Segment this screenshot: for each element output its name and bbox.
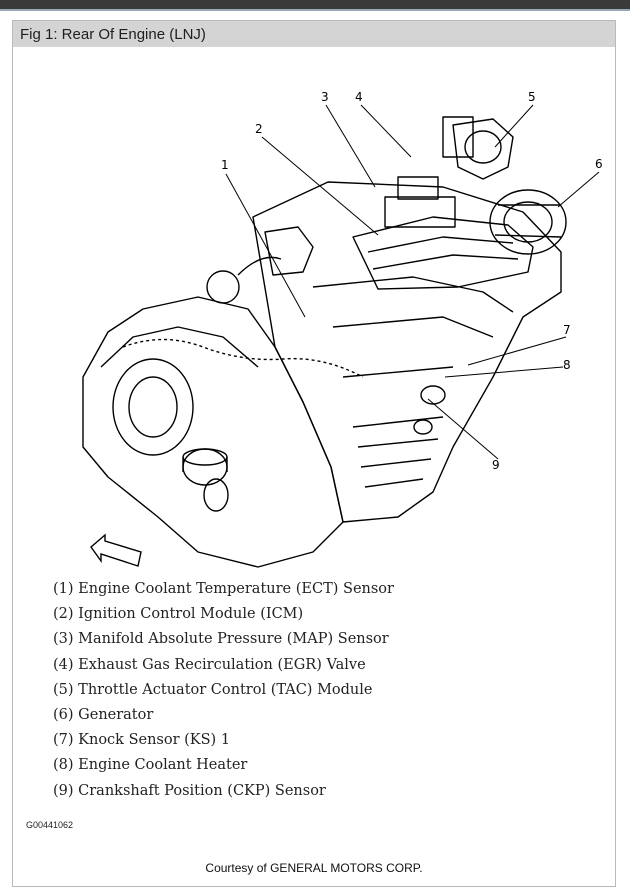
browser-top-accent (0, 9, 630, 11)
legend-item: (4) Exhaust Gas Recirculation (EGR) Valv… (53, 656, 366, 673)
figure-frame: Fig 1: Rear Of Engine (LNJ) (12, 20, 616, 887)
callout-9: 9 (492, 458, 500, 472)
legend-item: (1) Engine Coolant Temperature (ECT) Sen… (53, 581, 394, 597)
browser-top-strip (0, 0, 630, 9)
callout-8: 8 (563, 358, 571, 372)
engine-assembly-outline (82, 116, 567, 568)
front-direction-arrow-icon (90, 533, 142, 567)
courtesy-credit: Courtesy of GENERAL MOTORS CORP. (205, 861, 423, 875)
legend-item: (3) Manifold Absolute Pressure (MAP) Sen… (53, 631, 389, 648)
legend-item: (5) Throttle Actuator Control (TAC) Modu… (53, 681, 373, 698)
figure-code: G00441062 (26, 820, 74, 830)
legend-item: (2) Ignition Control Module (ICM) (53, 606, 304, 623)
legend-item: (6) Generator (53, 706, 154, 723)
component-legend: (1) Engine Coolant Temperature (ECT) Sen… (53, 577, 394, 804)
callout-3: 3 (321, 90, 329, 104)
callout-5: 5 (528, 90, 536, 104)
callout-1: 1 (221, 158, 229, 172)
callout-4: 4 (355, 90, 363, 104)
legend-item: (8) Engine Coolant Heater (53, 757, 248, 774)
figure-title: Fig 1: Rear Of Engine (LNJ) (20, 26, 206, 43)
legend-item: (9) Crankshaft Position (CKP) Sensor (53, 782, 326, 799)
callout-2: 2 (255, 122, 263, 136)
engine-line-drawing: 1 2 3 4 5 6 7 8 9 (82, 90, 603, 568)
figure-title-bar: Fig 1: Rear Of Engine (LNJ) (13, 21, 615, 47)
callout-6: 6 (595, 157, 603, 171)
callout-leader-lines (225, 104, 600, 460)
legend-item: (7) Knock Sensor (KS) 1 (53, 732, 231, 749)
callout-7: 7 (563, 323, 571, 337)
